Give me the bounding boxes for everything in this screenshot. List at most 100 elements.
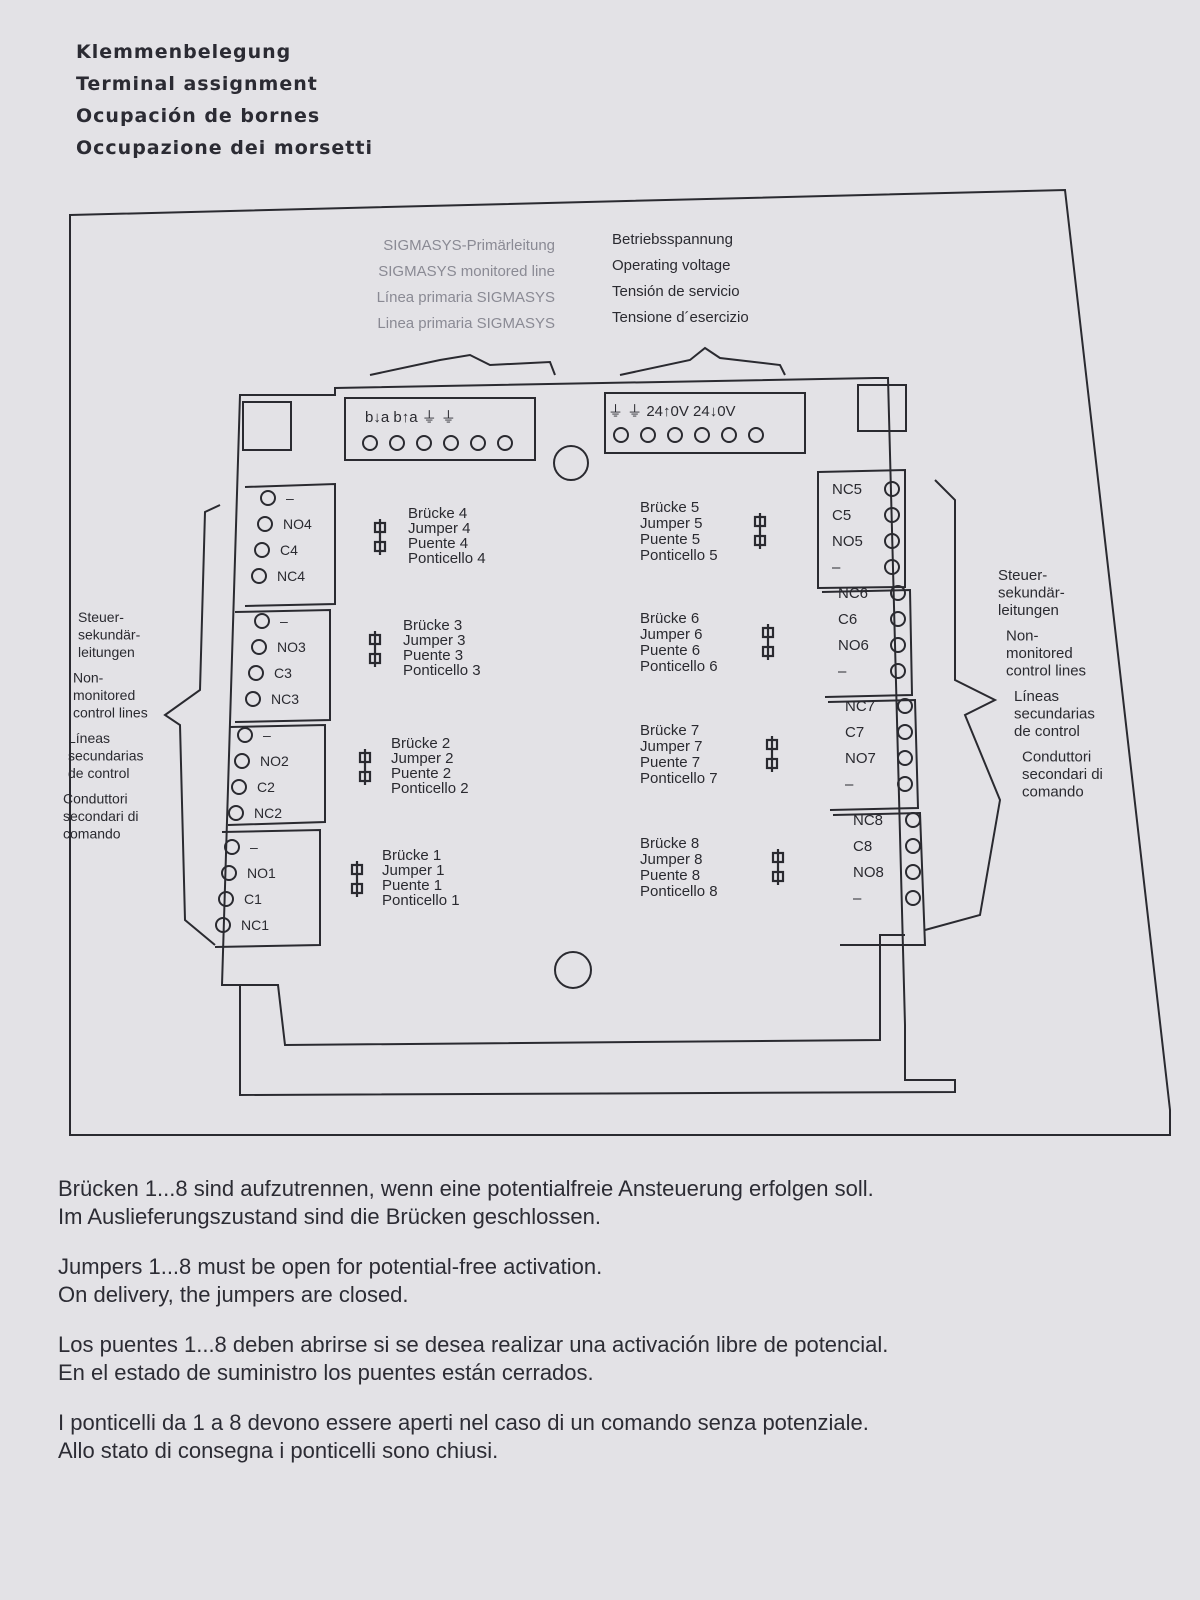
left-side-label: Conduttori: [63, 791, 128, 807]
left-side-label: Non-: [73, 670, 104, 686]
left-terminal-label: C4: [280, 542, 298, 558]
left-terminal-label: C1: [244, 891, 262, 907]
outer-frame: [69, 188, 1171, 1136]
left-terminal-circle: [254, 542, 270, 558]
right-terminal-circle: [897, 776, 913, 792]
left-terminal-circle: [218, 891, 234, 907]
right-terminal-circle: [890, 637, 906, 653]
right-side-label: secundarias: [1014, 706, 1095, 723]
left-block-outline: [244, 482, 336, 607]
jumper-right-label: Ponticello 8: [640, 883, 718, 900]
corner-square-left: [242, 401, 292, 451]
mounting-hole-top: [553, 445, 589, 481]
notes-section: Brücken 1...8 sind aufzutrennen, wenn ei…: [58, 1175, 1178, 1487]
right-terminal-circle: [890, 585, 906, 601]
right-side-brace: [924, 479, 1002, 931]
note-line: Brücken 1...8 sind aufzutrennen, wenn ei…: [58, 1176, 874, 1201]
right-terminal-circle: [905, 864, 921, 880]
jumper-left-label: Ponticello 1: [382, 892, 460, 909]
note-en: Jumpers 1...8 must be open for potential…: [58, 1253, 1178, 1309]
primary-line-label: SIGMASYS-Primärleitung: [383, 237, 555, 254]
right-terminal-label: –: [838, 663, 847, 680]
right-terminal-label: NO7: [845, 750, 876, 767]
right-side-label: control lines: [1006, 663, 1086, 680]
right-terminal-label: –: [853, 890, 862, 907]
left-terminal-label: NC4: [277, 568, 305, 584]
right-side-label: de control: [1014, 723, 1080, 740]
left-side-label: secondari di: [63, 808, 139, 824]
right-terminal-circle: [884, 481, 900, 497]
right-terminal-circle: [905, 812, 921, 828]
voltage-terminal-circle: [667, 427, 683, 443]
jumper-left-label: Jumper 3: [403, 632, 466, 649]
primary-terminal-circle: [497, 435, 513, 451]
primary-terminal-circle: [362, 435, 378, 451]
primary-terminal-box: [344, 397, 536, 461]
left-terminal-circle: [260, 490, 276, 506]
right-terminal-label: –: [845, 776, 854, 793]
operating-voltage-label: Operating voltage: [612, 257, 730, 274]
right-side-label: Líneas: [1014, 688, 1059, 705]
voltage-terminal-circle: [748, 427, 764, 443]
right-terminal-circle: [897, 750, 913, 766]
left-terminal-circle: [234, 753, 250, 769]
left-side-label: monitored: [73, 687, 135, 703]
title-es: Ocupación de bornes: [76, 105, 321, 127]
note-line: Im Auslieferungszustand sind die Brücken…: [58, 1204, 601, 1229]
left-terminal-circle: [221, 865, 237, 881]
voltage-terminal-circle: [721, 427, 737, 443]
jumper-right-label: Puente 5: [640, 531, 700, 548]
primary-terminal-circle: [470, 435, 486, 451]
left-terminal-circle: [224, 839, 240, 855]
left-terminal-label: C3: [274, 665, 292, 681]
voltage-terminal-labels: ⏚ ⏚ 24↑0V 24↓0V: [608, 403, 736, 420]
right-side-label: monitored: [1006, 645, 1073, 662]
right-side-label: leitungen: [998, 602, 1059, 619]
left-terminal-label: C2: [257, 779, 275, 795]
left-terminal-label: –: [250, 839, 258, 855]
operating-voltage-label: Tensione d´esercizio: [612, 309, 749, 326]
jumper-left-label: Puente 4: [408, 535, 468, 552]
jumper-left-label: Puente 1: [382, 877, 442, 894]
left-side-label: leitungen: [78, 644, 135, 660]
primary-terminal-circle: [389, 435, 405, 451]
left-terminal-circle: [251, 639, 267, 655]
operating-voltage-label: Betriebsspannung: [612, 231, 733, 248]
right-terminal-circle: [905, 838, 921, 854]
note-line: Allo stato di consegna i ponticelli sono…: [58, 1438, 499, 1463]
jumper-left-label: Puente 2: [391, 765, 451, 782]
right-terminal-label: NO6: [838, 637, 869, 654]
left-terminal-label: NO2: [260, 753, 289, 769]
right-terminal-circle: [897, 724, 913, 740]
jumper-right-label: Puente 8: [640, 867, 700, 884]
right-terminal-label: NC6: [838, 585, 868, 602]
left-terminal-circle: [215, 917, 231, 933]
note-it: I ponticelli da 1 a 8 devono essere aper…: [58, 1409, 1178, 1465]
left-terminal-label: NO3: [277, 639, 306, 655]
jumper-right-label: Puente 7: [640, 754, 700, 771]
left-terminal-circle: [231, 779, 247, 795]
primary-brace: [369, 353, 556, 376]
jumper-left-label: Jumper 4: [408, 520, 471, 537]
note-line: Los puentes 1...8 deben abrirse si se de…: [58, 1332, 889, 1357]
voltage-terminal-circle: [694, 427, 710, 443]
right-terminal-label: C8: [853, 838, 872, 855]
left-terminal-label: NC2: [254, 805, 282, 821]
jumper-right-label: Jumper 8: [640, 851, 703, 868]
right-side-label: Non-: [1006, 628, 1039, 645]
right-terminal-circle: [884, 507, 900, 523]
mounting-hole-bottom: [554, 951, 592, 989]
jumper-left-label: Brücke 3: [403, 617, 462, 634]
left-terminal-label: –: [286, 490, 294, 506]
jumper-left-label: Ponticello 3: [403, 662, 481, 679]
housing-recess: [235, 934, 905, 1047]
left-terminal-circle: [257, 516, 273, 532]
right-terminal-circle: [890, 663, 906, 679]
right-side-label: secondari di: [1022, 766, 1103, 783]
jumper-right-label: Brücke 7: [640, 722, 699, 739]
operating-voltage-label: Tensión de servicio: [612, 283, 740, 300]
note-line: En el estado de suministro los puentes e…: [58, 1360, 594, 1385]
note-line: I ponticelli da 1 a 8 devono essere aper…: [58, 1410, 869, 1435]
jumper-left-label: Puente 3: [403, 647, 463, 664]
